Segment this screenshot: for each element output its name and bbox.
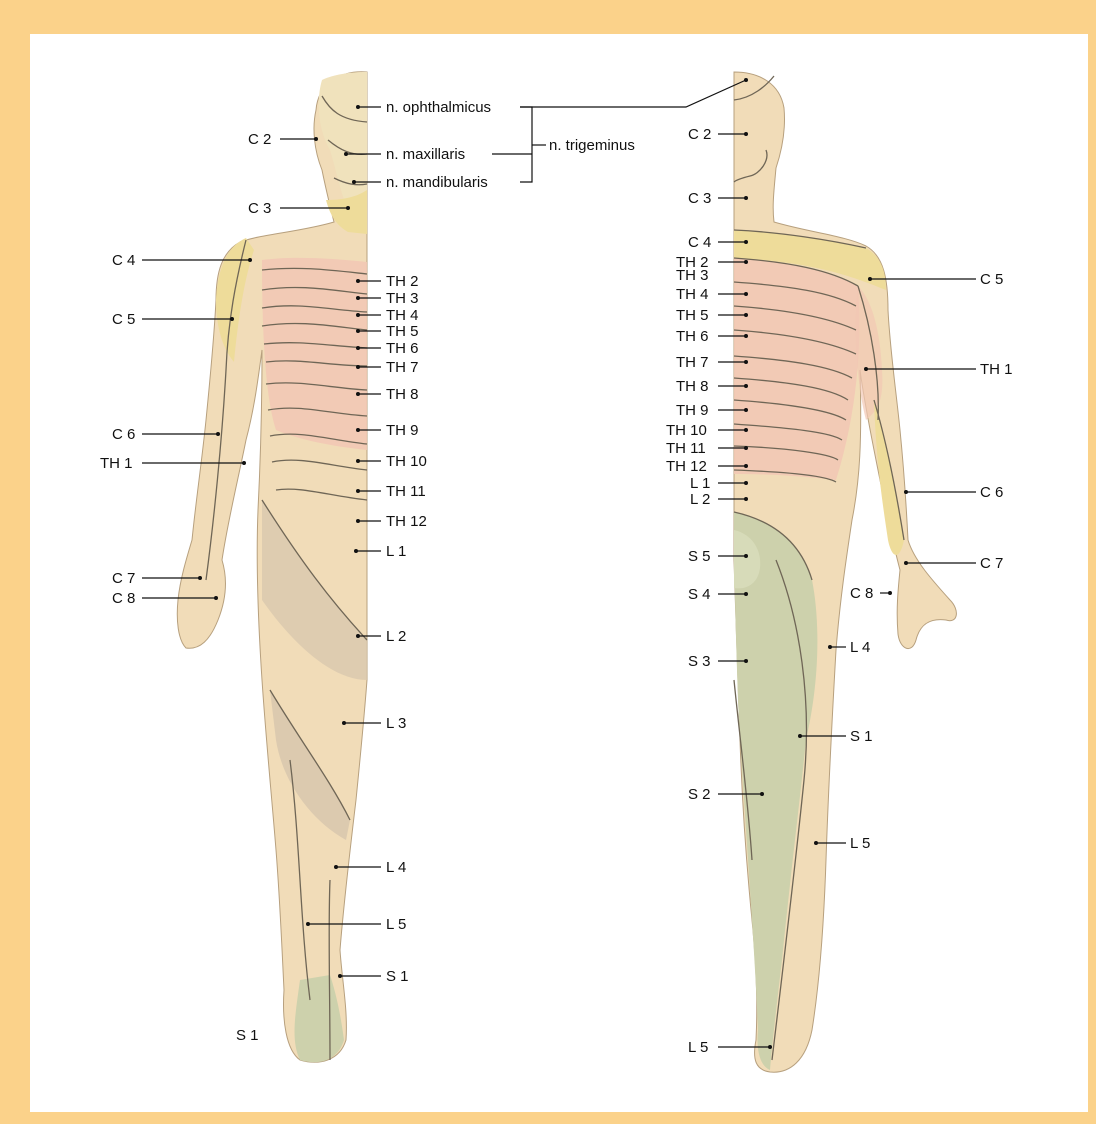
- back-label-l4: L 4: [850, 639, 870, 656]
- back-label-th5: TH 5: [676, 307, 709, 324]
- front-label-th8: TH 8: [386, 386, 419, 403]
- back-label-th1: TH 1: [980, 361, 1013, 378]
- front-label-th3: TH 3: [386, 290, 419, 307]
- back-figure: [734, 72, 956, 1072]
- back-label-th7: TH 7: [676, 354, 709, 371]
- back-label-th9: TH 9: [676, 402, 709, 419]
- front-label-th2: TH 2: [386, 273, 419, 290]
- front-label-th4: TH 4: [386, 307, 419, 324]
- front-label-s1-foot: S 1: [236, 1027, 259, 1044]
- back-label-c3: C 3: [688, 190, 711, 207]
- back-label-l5: L 5: [850, 835, 870, 852]
- back-label-c2: C 2: [688, 126, 711, 143]
- back-label-c5: C 5: [980, 271, 1003, 288]
- front-label-c2: C 2: [248, 131, 271, 148]
- label-n-trigeminus: n. trigeminus: [549, 137, 635, 154]
- back-label-c6: C 6: [980, 484, 1003, 501]
- back-label-th8: TH 8: [676, 378, 709, 395]
- front-label-th6: TH 6: [386, 340, 419, 357]
- back-label-th6: TH 6: [676, 328, 709, 345]
- front-label-c6: C 6: [112, 426, 135, 443]
- back-label-s4: S 4: [688, 586, 711, 603]
- label-n-maxillaris: n. maxillaris: [386, 146, 465, 163]
- back-label-th4: TH 4: [676, 286, 709, 303]
- front-label-c3: C 3: [248, 200, 271, 217]
- label-n-mandibularis: n. mandibularis: [386, 174, 488, 191]
- front-label-l1: L 1: [386, 543, 406, 560]
- front-label-th11: TH 11: [386, 483, 426, 500]
- back-label-l2: L 2: [690, 491, 710, 508]
- front-label-c5: C 5: [112, 311, 135, 328]
- front-label-l5: L 5: [386, 916, 406, 933]
- front-label-l3: L 3: [386, 715, 406, 732]
- front-label-s1: S 1: [386, 968, 409, 985]
- front-figure: [177, 72, 367, 1062]
- back-label-s1: S 1: [850, 728, 873, 745]
- back-label-th3: TH 3: [676, 267, 709, 284]
- front-label-th12: TH 12: [386, 513, 427, 530]
- front-label-th1: TH 1: [100, 455, 133, 472]
- back-label-c4: C 4: [688, 234, 711, 251]
- back-label-th12: TH 12: [666, 458, 707, 475]
- back-label-s5: S 5: [688, 548, 711, 565]
- back-label-c8: C 8: [850, 585, 873, 602]
- back-label-c7: C 7: [980, 555, 1003, 572]
- front-label-th5: TH 5: [386, 323, 419, 340]
- back-label-s3: S 3: [688, 653, 711, 670]
- front-thoracic-zone: [262, 258, 367, 450]
- back-label-th11: TH 11: [666, 440, 706, 457]
- back-label-l1: L 1: [690, 475, 710, 492]
- front-label-c4: C 4: [112, 252, 135, 269]
- back-label-th10: TH 10: [666, 422, 707, 439]
- front-label-th10: TH 10: [386, 453, 427, 470]
- back-label-s2: S 2: [688, 786, 711, 803]
- front-label-c7: C 7: [112, 570, 135, 587]
- back-label-l5-foot: L 5: [688, 1039, 708, 1056]
- label-n-ophthalmicus: n. ophthalmicus: [386, 99, 491, 116]
- front-label-l4: L 4: [386, 859, 406, 876]
- front-label-c8: C 8: [112, 590, 135, 607]
- front-label-th9: TH 9: [386, 422, 419, 439]
- front-label-l2: L 2: [386, 628, 406, 645]
- front-label-th7: TH 7: [386, 359, 419, 376]
